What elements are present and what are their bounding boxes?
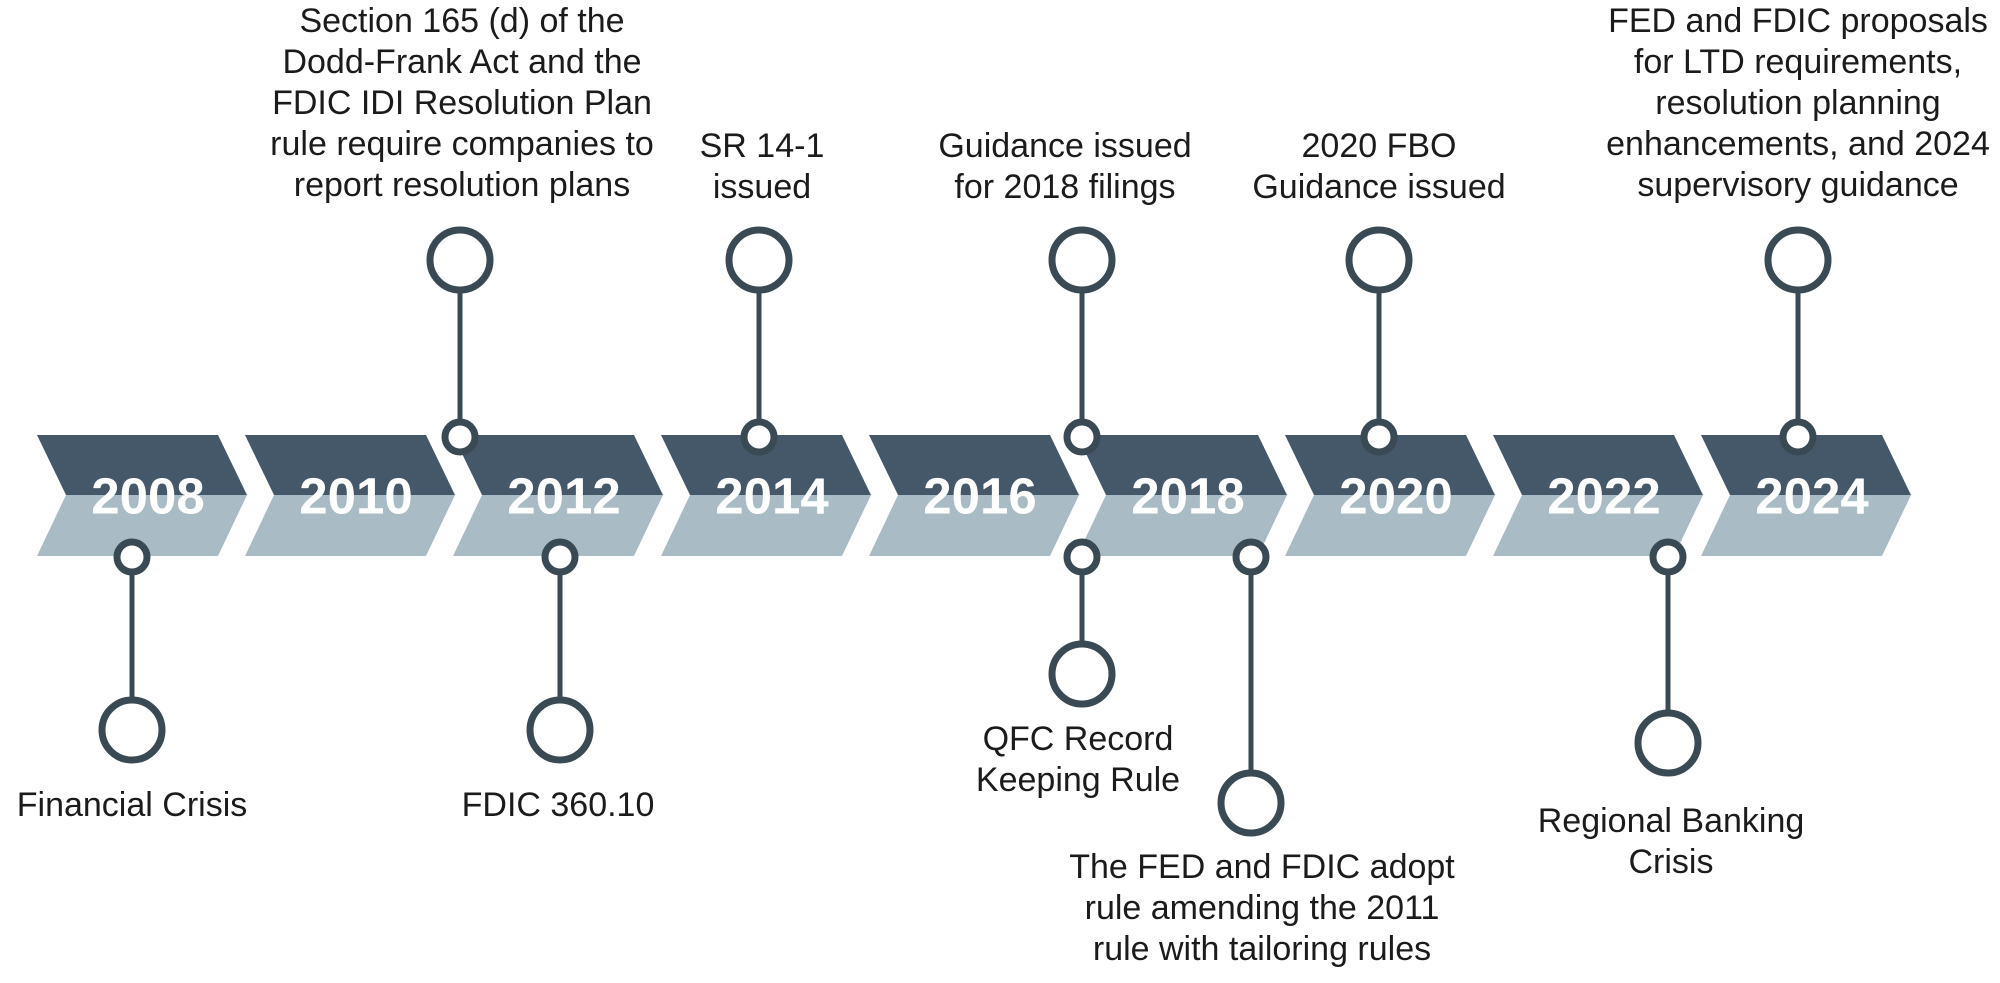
connector-dot-small <box>1779 418 1817 456</box>
chevron-lower-half <box>1285 495 1495 556</box>
chevron-lower-half <box>1701 495 1911 556</box>
year-label: 2022 <box>1547 468 1660 525</box>
connector-dot-large <box>1048 226 1116 294</box>
connector-dot-large <box>426 226 494 294</box>
chevron-segment-2020: 2020 <box>1285 435 1495 556</box>
connector-above-2018-filings-guidance <box>1048 226 1116 456</box>
event-label-financial-crisis: Financial Crisis <box>16 786 248 824</box>
connector-dot-large <box>1345 226 1413 294</box>
event-label-2018-filings-guidance: Guidance issued for 2018 filings <box>938 127 1192 206</box>
chevron-segment-2024: 2024 <box>1701 435 1911 556</box>
connector-above-fed-fdic-proposals <box>1764 226 1832 456</box>
chevron-segment-2010: 2010 <box>245 435 455 556</box>
chevron-upper-half <box>37 435 247 495</box>
connector-dot-small <box>1063 418 1101 456</box>
chevron-segment-2014: 2014 <box>661 435 871 556</box>
chevron-lower-half <box>1077 495 1287 556</box>
connector-dot-large <box>1764 226 1832 294</box>
connector-dot-large <box>1048 640 1116 708</box>
chevron-upper-half <box>661 435 871 495</box>
chevron-lower-half <box>453 495 663 556</box>
event-label-qfc-rule: QFC Record Keeping Rule <box>975 720 1181 799</box>
chevron-upper-half <box>1077 435 1287 495</box>
chevron-upper-half <box>869 435 1079 495</box>
event-label-fed-fdic-proposals: FED and FDIC proposals for LTD requireme… <box>1606 2 1990 204</box>
chevron-segment-2012: 2012 <box>453 435 663 556</box>
connector-dot-small <box>740 418 778 456</box>
connector-above-resolution-plan-rule <box>426 226 494 456</box>
chevron-segment-2018: 2018 <box>1077 435 1287 556</box>
chevron-segment-2016: 2016 <box>869 435 1079 556</box>
connector-dot-large <box>1217 769 1285 837</box>
chevron-lower-half <box>37 495 247 556</box>
chevron-upper-half <box>1285 435 1495 495</box>
connector-below-fdic-360-10 <box>526 538 594 764</box>
connector-dot-small <box>1063 538 1101 576</box>
chevron-lower-half <box>869 495 1079 556</box>
event-label-regional-banking-crisis: Regional Banking Crisis <box>1537 802 1805 881</box>
connector-below-qfc-rule <box>1048 538 1116 708</box>
year-label: 2024 <box>1755 468 1869 525</box>
year-label: 2016 <box>923 468 1036 525</box>
connector-above-2020-fbo-guidance <box>1345 226 1413 456</box>
connector-dot-large <box>725 226 793 294</box>
year-label: 2014 <box>715 468 829 525</box>
chevron-upper-half <box>245 435 455 495</box>
connector-dot-small <box>1232 538 1270 576</box>
connector-below-regional-banking-crisis <box>1634 538 1702 777</box>
year-label: 2018 <box>1131 468 1244 525</box>
connector-dot-small <box>1649 538 1687 576</box>
connector-dot-large <box>98 696 166 764</box>
connector-dot-small <box>541 538 579 576</box>
year-label: 2010 <box>299 468 412 525</box>
event-label-sr-14-1: SR 14-1 issued <box>699 127 825 206</box>
event-label-fdic-360-10: FDIC 360.10 <box>461 786 655 824</box>
event-label-resolution-plan-rule: Section 165 (d) of the Dodd-Frank Act an… <box>270 2 654 204</box>
event-label-2020-fbo-guidance: 2020 FBO Guidance issued <box>1252 127 1506 206</box>
chevron-lower-half <box>245 495 455 556</box>
connector-dot-large <box>1634 709 1702 777</box>
connector-dot-small <box>441 418 479 456</box>
chevron-lower-half <box>1493 495 1703 556</box>
event-label-tailoring-rules: The FED and FDIC adopt rule amending the… <box>1069 848 1455 968</box>
connector-above-sr-14-1 <box>725 226 793 456</box>
connector-dot-large <box>526 696 594 764</box>
connector-below-financial-crisis <box>98 538 166 764</box>
connector-dot-small <box>1360 418 1398 456</box>
year-label: 2012 <box>507 468 620 525</box>
chevron-upper-half <box>453 435 663 495</box>
chevron-upper-half <box>1493 435 1703 495</box>
connector-dot-small <box>113 538 151 576</box>
connector-below-tailoring-rules <box>1217 538 1285 837</box>
chevron-segment-2022: 2022 <box>1493 435 1703 556</box>
chevron-upper-half <box>1701 435 1911 495</box>
year-label: 2020 <box>1339 468 1452 525</box>
chevron-segment-2008: 2008 <box>37 435 247 556</box>
chevron-lower-half <box>661 495 871 556</box>
year-label: 2008 <box>91 468 204 525</box>
